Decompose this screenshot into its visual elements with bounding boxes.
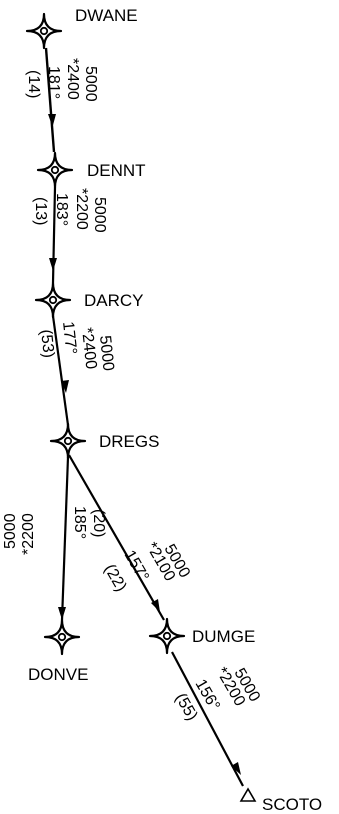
leg-arrowhead (151, 599, 160, 612)
leg-annotation-darcy-dregs: 5000 *2400 177° (53) (37, 321, 117, 372)
waypoint-donve: DONVE (28, 618, 88, 684)
distance: (20) (90, 509, 107, 537)
route-legs (44, 47, 244, 787)
leg-dregs-donve (60, 456, 70, 621)
course: 177° (59, 321, 79, 356)
distance: (14) (25, 70, 42, 98)
waypoint-label: DARCY (84, 291, 144, 310)
waypoint-dumge: DUMGE (148, 617, 255, 655)
waypoint-label: DWANE (75, 6, 138, 25)
course: 181° (45, 66, 62, 99)
leg-annotation-dennt-darcy: 5000 *2200 183° (13) (32, 188, 108, 233)
min-altitude: *2400 (64, 58, 81, 100)
leg-dwane-dennt (44, 47, 56, 153)
waypoint-darcy: DARCY (34, 281, 144, 319)
fly-over-waypoint-icon (43, 618, 81, 656)
max-altitude: 5000 (82, 66, 99, 102)
leg-darcy-dregs (51, 315, 70, 426)
distance: (13) (32, 197, 49, 225)
waypoint-dwane: DWANE (25, 6, 138, 50)
waypoint-label: DUMGE (192, 627, 255, 646)
fly-over-waypoint-icon (49, 422, 87, 460)
min-altitude: *2200 (73, 188, 90, 230)
leg-arrowhead (231, 762, 241, 775)
course: 183° (53, 193, 70, 226)
waypoint-dennt: DENNT (36, 151, 146, 189)
leg-dregs-dumge (68, 454, 165, 621)
distance: (22) (101, 562, 130, 595)
course: 185° (71, 506, 88, 539)
leg-arrowhead (49, 258, 57, 271)
waypoint-label: DONVE (28, 665, 88, 684)
max-altitude: 5000 (91, 197, 108, 233)
leg-annotation-dumge-scoto: 5000 *2200 156° (55) (172, 665, 264, 724)
fly-over-waypoint-icon (148, 617, 186, 655)
waypoint-label: SCOTO (262, 795, 322, 814)
leg-annotation-dregs-dumge: 5000 *2100 157° (22) (101, 540, 194, 595)
leg-annotation-dregs-donve: 5000 *2200 185° (20) (2, 506, 107, 555)
waypoint-label: DREGS (99, 432, 159, 451)
fly-over-waypoint-icon (25, 12, 63, 50)
fly-over-waypoint-icon (34, 281, 72, 319)
max-altitude: 5000 (96, 335, 117, 372)
waypoint-dregs: DREGS (49, 422, 159, 460)
leg-annotation-dwane-dennt: 5000 *2400 181° (14) (25, 58, 99, 102)
leg-arrowhead (61, 380, 69, 393)
triangle-waypoint-icon (239, 787, 257, 802)
leg-arrowhead (58, 607, 66, 620)
leg-dumge-scoto (171, 651, 244, 787)
min-altitude: *2200 (20, 513, 37, 555)
distance: (53) (37, 329, 57, 359)
min-altitude: *2400 (78, 327, 99, 370)
waypoint-scoto: SCOTO (239, 787, 322, 814)
max-altitude: 5000 (2, 513, 19, 549)
leg-arrowhead (48, 114, 56, 127)
fly-over-waypoint-icon (36, 151, 74, 189)
waypoint-label: DENNT (87, 161, 146, 180)
